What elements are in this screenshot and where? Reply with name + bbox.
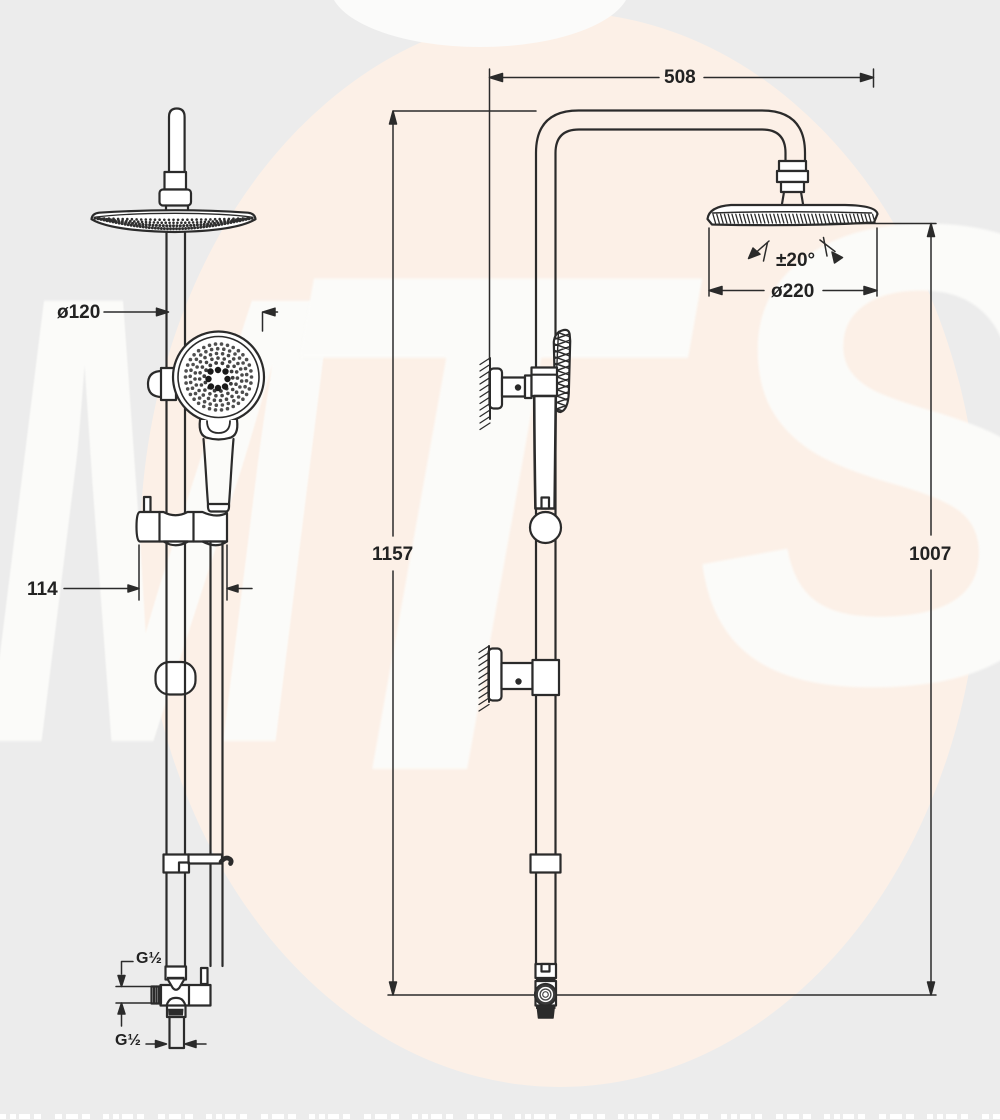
- svg-text:±20°: ±20°: [776, 250, 815, 271]
- svg-text:1157: 1157: [372, 544, 413, 565]
- svg-text:G½: G½: [136, 950, 162, 967]
- svg-text:1007: 1007: [909, 544, 951, 565]
- svg-text:114: 114: [27, 579, 58, 600]
- svg-text:G½: G½: [115, 1032, 141, 1049]
- svg-text:ø220: ø220: [771, 281, 814, 302]
- svg-text:508: 508: [664, 67, 696, 88]
- svg-text:ø120: ø120: [57, 302, 100, 323]
